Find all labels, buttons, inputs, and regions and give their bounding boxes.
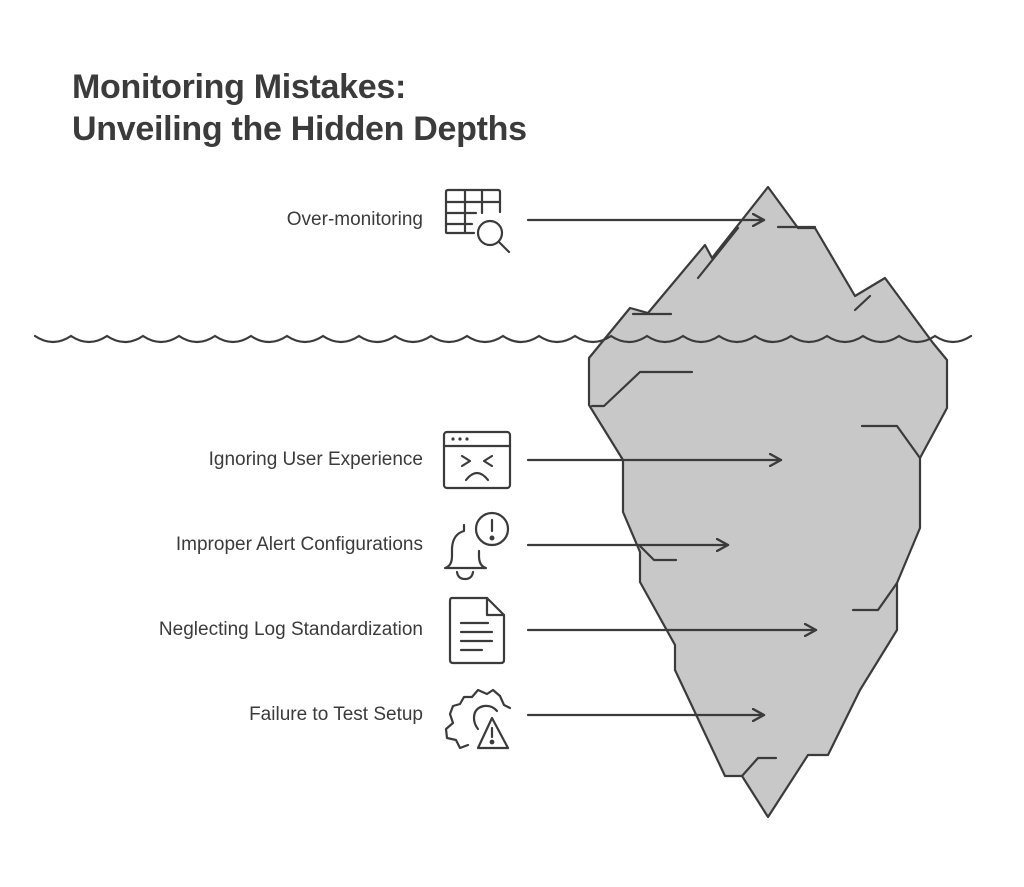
crack-6 xyxy=(860,424,922,460)
crack-1 xyxy=(696,226,740,280)
label-failure-to-test-setup: Failure to Test Setup xyxy=(249,704,423,725)
arrows xyxy=(526,220,816,715)
document-icon xyxy=(448,596,506,665)
label-neglecting-log-standardization: Neglecting Log Standardization xyxy=(158,619,423,640)
title-line-2: Unveiling the Hidden Depths xyxy=(72,110,527,148)
angry-browser-icon xyxy=(442,430,512,490)
crack-5 xyxy=(590,370,694,408)
label-improper-alert-configurations: Improper Alert Configurations xyxy=(175,534,423,555)
title-line-1: Monitoring Mistakes: xyxy=(72,68,407,106)
iceberg-cracks xyxy=(590,225,922,778)
crack-9 xyxy=(740,756,778,778)
label-ignoring-user-experience: Ignoring User Experience xyxy=(208,449,423,470)
alert-bell-icon xyxy=(443,511,510,581)
table-search-icon xyxy=(444,188,511,254)
iceberg xyxy=(587,185,949,819)
crack-3 xyxy=(853,294,872,312)
crack-8 xyxy=(851,581,899,612)
iceberg-shape xyxy=(587,185,949,819)
water-line xyxy=(33,334,973,344)
crack-7 xyxy=(638,544,678,562)
gear-warning-icon xyxy=(444,688,512,750)
label-over-monitoring: Over-monitoring xyxy=(286,209,423,230)
diagram-title: Monitoring Mistakes: Unveiling the Hidde… xyxy=(72,66,527,150)
